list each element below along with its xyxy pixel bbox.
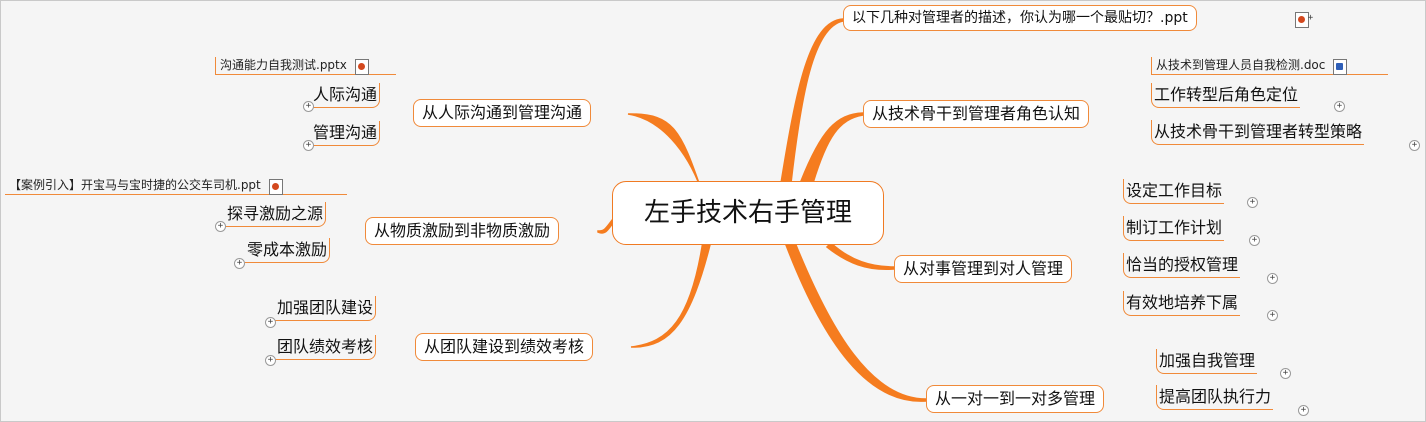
ppt-file-icon[interactable] — [268, 178, 283, 195]
attachment-label: 沟通能力自我测试.pptx — [220, 58, 347, 72]
expand-icon[interactable]: + — [1280, 368, 1291, 379]
expand-icon[interactable]: + — [1247, 197, 1258, 208]
branch-node-motivation[interactable]: 从物质激励到非物质激励 — [365, 217, 560, 245]
expand-icon[interactable]: + — [1298, 405, 1309, 416]
subtopic-zero-cost-motivation[interactable]: 零成本激励 — [245, 238, 331, 263]
branch-node-team-performance[interactable]: 从团队建设到绩效考核 — [415, 333, 594, 361]
subtopic-team-performance-review[interactable]: 团队绩效考核 — [275, 335, 377, 360]
expand-icon[interactable]: + — [265, 317, 276, 328]
subtopic-team-execution[interactable]: 提高团队执行力 — [1156, 385, 1274, 410]
expand-icon[interactable]: + — [303, 140, 314, 151]
branch-node-role-recognition[interactable]: 从技术骨干到管理者角色认知 — [863, 100, 1090, 128]
attachment-case-intro[interactable]: 【案例引入】开宝马与宝时捷的公交车司机.ppt — [5, 177, 347, 195]
subtopic-role-positioning[interactable]: 工作转型后角色定位 — [1151, 83, 1301, 108]
subtopic-develop-subordinates[interactable]: 有效地培养下属 — [1123, 291, 1241, 316]
central-topic[interactable]: 左手技术右手管理 — [612, 181, 884, 245]
expand-icon[interactable]: + — [1267, 310, 1278, 321]
branch-node-one-to-many[interactable]: 从一对一到一对多管理 — [926, 385, 1105, 413]
subtopic-set-goals[interactable]: 设定工作目标 — [1123, 179, 1225, 204]
subtopic-team-building[interactable]: 加强团队建设 — [275, 296, 377, 321]
doc-file-icon[interactable] — [1333, 58, 1348, 75]
expand-icon[interactable]: + — [1249, 235, 1260, 246]
branch-label: 以下几种对管理者的描述，你认为哪一个最贴切？.ppt — [852, 10, 1188, 26]
expand-icon[interactable]: + — [1267, 273, 1278, 284]
connector-b2 — [597, 216, 614, 234]
subtopic-delegation[interactable]: 恰当的授权管理 — [1123, 253, 1241, 278]
connector-b3 — [630, 240, 712, 348]
expand-icon[interactable]: + — [1409, 140, 1420, 151]
connector-b1 — [627, 113, 702, 190]
expand-icon[interactable]: + — [234, 258, 245, 269]
attachment-communication-test[interactable]: 沟通能力自我测试.pptx — [215, 57, 396, 75]
connector-b5 — [799, 112, 864, 184]
expand-icon[interactable]: + — [265, 355, 276, 366]
subtopic-transformation-strategy[interactable]: 从技术骨干到管理者转型策略 — [1151, 120, 1365, 145]
attachment-label: 【案例引入】开宝马与宝时捷的公交车司机.ppt — [9, 178, 261, 192]
branch-node-people-management[interactable]: 从对事管理到对人管理 — [894, 255, 1073, 283]
expand-icon[interactable]: + — [215, 221, 226, 232]
branch-node-manager-description-ppt[interactable]: 以下几种对管理者的描述，你认为哪一个最贴切？.ppt — [843, 5, 1197, 31]
expand-icon[interactable]: + — [1334, 101, 1345, 112]
subtopic-interpersonal-communication[interactable]: 人际沟通 — [311, 83, 381, 108]
expand-icon[interactable]: + — [1307, 13, 1314, 23]
connector-b6 — [825, 241, 895, 271]
branch-node-communication[interactable]: 从人际沟通到管理沟通 — [413, 99, 592, 127]
subtopic-self-management[interactable]: 加强自我管理 — [1156, 349, 1258, 374]
ppt-file-icon[interactable] — [354, 58, 369, 75]
attachment-label: 从技术到管理人员自我检测.doc — [1156, 58, 1326, 72]
expand-icon[interactable]: + — [303, 101, 314, 112]
subtopic-source-of-motivation[interactable]: 探寻激励之源 — [225, 202, 327, 227]
subtopic-work-plan[interactable]: 制订工作计划 — [1123, 216, 1225, 241]
subtopic-management-communication[interactable]: 管理沟通 — [311, 121, 381, 146]
ppt-file-icon[interactable] — [1295, 12, 1309, 28]
attachment-self-check-doc[interactable]: 从技术到管理人员自我检测.doc — [1151, 57, 1388, 75]
